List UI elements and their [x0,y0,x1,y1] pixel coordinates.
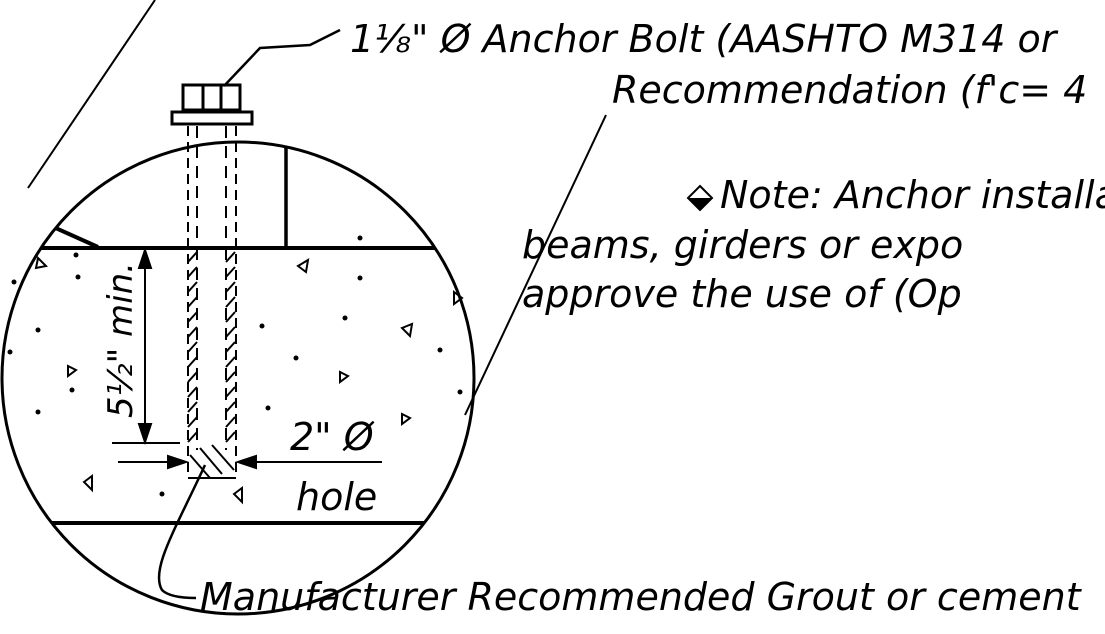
leader-line-grout [157,464,207,600]
anchor-bolt-callout-line2: Recommendation (f'c= 4 [612,68,1087,112]
leader-line-top-left [27,0,156,189]
bracket-outline [218,142,288,248]
hole-diameter-dimension [118,454,382,470]
leader-line-anchor-bolt [223,28,341,87]
nut [181,83,242,112]
aggregate-dots [7,235,463,497]
aggregate-triangles [34,255,464,505]
grout-callout: Manufacturer Recommended Grout or cement [200,575,1083,619]
note-line2: beams, girders or expo [522,223,963,267]
anchor-bolt-callout-line1: 1⅛" Ø Anchor Bolt (AASHTO M314 or [350,17,1059,61]
note-line3: approve the use of (Op [522,272,962,316]
note-line1: Note: Anchor installat [720,173,1105,217]
embedment-dimension [112,246,180,446]
leader-line-to-note [464,114,607,416]
drilled-hole [187,126,237,479]
hole-label: hole [296,475,377,519]
detail-circle [0,140,476,616]
sloped-member-line [2,201,99,249]
diamond-icon-fill [688,198,712,210]
nut-and-washer [170,83,254,126]
bolt-shaft [196,126,227,246]
hole-diameter-label: 2" Ø [290,415,375,459]
washer [170,110,254,126]
embedment-label: 5½" min. [101,262,141,418]
